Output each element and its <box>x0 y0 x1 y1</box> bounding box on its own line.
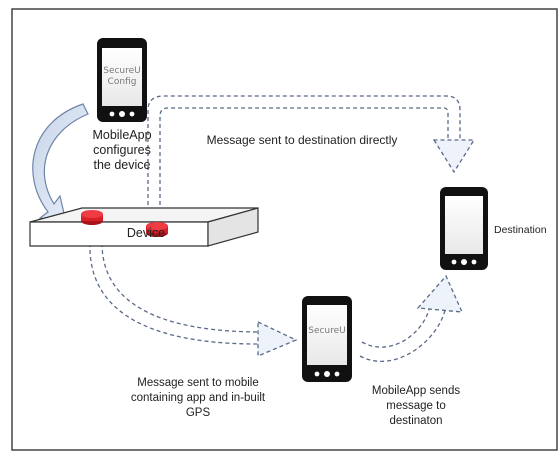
config-screen-text: SecureU Config <box>102 66 142 88</box>
device-button-right-icon <box>146 222 168 237</box>
config-phone-icon <box>97 38 147 122</box>
sends-arrow-icon <box>359 274 464 362</box>
sends-line2: message to <box>386 400 446 412</box>
direct-message-arrow-icon <box>147 95 476 212</box>
app-configures-line2: configures <box>93 143 151 157</box>
config-screen-line2: Config <box>107 77 137 87</box>
destination-label: Destination <box>494 224 547 236</box>
to-mobile-line2: containing app and in-built <box>130 392 266 404</box>
sends-line1: MobileApp sends <box>371 385 461 397</box>
config-screen-line1: SecureU <box>103 66 141 76</box>
app-configures-label: MobileApp configures the device <box>76 128 168 173</box>
sends-line3: destinaton <box>389 415 443 427</box>
mobile-phone-icon <box>302 296 352 382</box>
mobile-screen-text: SecureU <box>308 326 346 336</box>
to-mobile-arrow-icon <box>89 242 298 357</box>
destination-phone-icon <box>440 187 488 270</box>
diagram-border <box>11 8 558 451</box>
direct-message-label: Message sent to destination directly <box>206 133 398 147</box>
to-mobile-label: Message sent to mobile containing app an… <box>112 376 284 421</box>
app-configures-line1: MobileApp <box>92 128 152 142</box>
device-label: Device <box>126 226 166 240</box>
to-mobile-line1: Message sent to mobile <box>137 377 259 389</box>
app-configures-line3: the device <box>93 158 151 172</box>
device-button-left-icon <box>81 210 103 225</box>
sends-label: MobileApp sends message to destinaton <box>364 384 468 429</box>
to-mobile-line3: GPS <box>185 407 211 419</box>
